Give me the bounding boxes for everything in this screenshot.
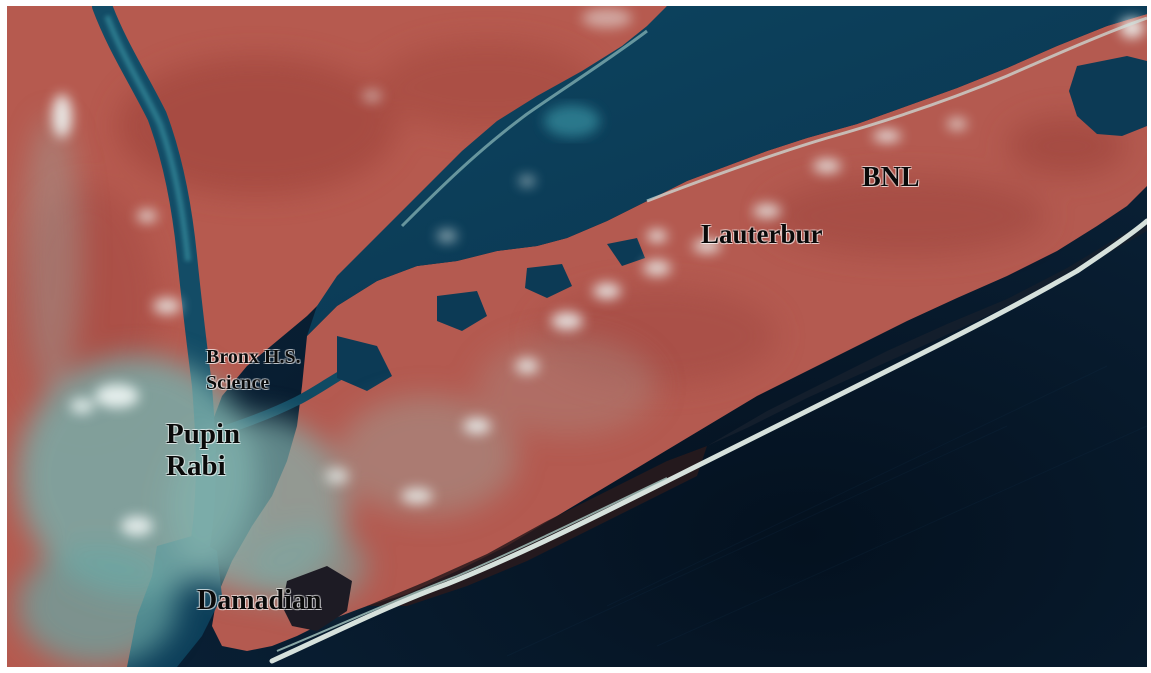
jamaica-bay [282, 566, 352, 631]
satellite-map: BNL Lauterbur Bronx H.S. Science Pupin R… [7, 6, 1147, 667]
satellite-image [7, 6, 1147, 667]
label-lauterbur: Lauterbur [701, 219, 823, 249]
long-island-sound [307, 6, 1147, 336]
great-south-bay [367, 446, 707, 606]
label-pupin: Pupin [166, 418, 241, 450]
label-rabi: Rabi [166, 449, 226, 482]
label-damadian: Damadian [197, 585, 322, 616]
label-bronx-line2: Science [206, 372, 270, 394]
label-bronx-hs-science: Bronx H.S. Science [206, 344, 301, 396]
label-pupin-rabi: Pupin Rabi [166, 418, 241, 483]
label-bronx-line1: Bronx H.S. [206, 346, 301, 368]
peconic-bay [1069, 56, 1147, 136]
label-bnl: BNL [862, 162, 920, 193]
barrier-beach [269, 218, 1147, 664]
